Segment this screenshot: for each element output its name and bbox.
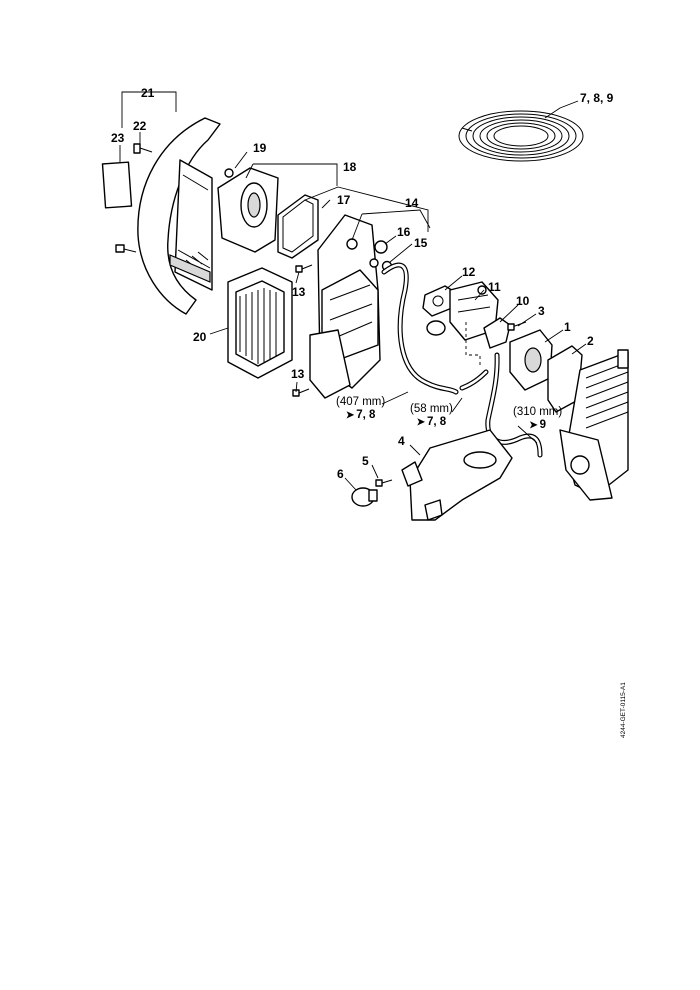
callout-12: 12 (462, 265, 476, 279)
hose-coil-7-8-9 (458, 110, 584, 162)
screw-lower-left (115, 244, 137, 253)
callout-14: 14 (405, 196, 419, 210)
label-plate-23 (101, 161, 133, 209)
callout-10: 10 (516, 294, 530, 308)
carburetor-11 (426, 281, 499, 341)
filter-housing-19 (217, 167, 279, 253)
callout-16: 16 (397, 225, 411, 239)
callout-3: 3 (538, 304, 545, 318)
intake-manifold-1 (509, 329, 553, 391)
callout-23: 23 (111, 131, 125, 145)
callout-11: 11 (488, 280, 501, 294)
callout-20: 20 (193, 330, 207, 344)
callout-13-lower: 13 (291, 367, 305, 381)
hose-407-ref: 7, 8 (356, 409, 376, 421)
leader-lines (119, 91, 587, 491)
callout-2: 2 (587, 334, 594, 348)
callout-13-upper: 13 (292, 285, 306, 299)
baffle-plate-4 (401, 429, 513, 521)
screw-22 (133, 143, 153, 154)
right-arrow-icon: ➤ (416, 417, 425, 428)
callout-4: 4 (398, 434, 405, 448)
hose-58-ref: 7, 8 (427, 416, 447, 428)
gasket-10 (483, 317, 511, 349)
callout-15: 15 (414, 236, 428, 250)
document-id: 4244-GET-0115-A1 (620, 682, 627, 738)
note-hose-310: (310 mm) ➤9 (513, 406, 562, 432)
screw-13-upper (295, 264, 313, 273)
grommet-16 (374, 240, 388, 254)
engine-cylinder (559, 349, 629, 501)
hose-310-ref: 9 (539, 419, 546, 431)
note-hose-407: (407 mm) ➤7, 8 (336, 396, 385, 422)
right-arrow-icon: ➤ (345, 410, 355, 421)
callout-5: 5 (362, 454, 369, 468)
air-filter-element-20 (227, 267, 293, 379)
air-filter-cover (137, 117, 221, 315)
callout-6: 6 (337, 467, 344, 481)
hose-58-length: (58 mm) (410, 403, 453, 415)
callout-7-8-9: 7, 8, 9 (580, 91, 614, 105)
callout-17: 17 (337, 193, 351, 207)
screw-13-lower (292, 388, 310, 397)
callout-21: 21 (141, 86, 155, 100)
fuel-hose-407mm (381, 262, 459, 395)
intake-housing (309, 214, 381, 399)
callout-1: 1 (564, 320, 571, 334)
note-hose-58: (58 mm) ➤7, 8 (410, 403, 453, 429)
screw-5 (375, 479, 393, 487)
right-arrow-icon: ➤ (529, 420, 538, 431)
callout-18: 18 (343, 160, 357, 174)
primer-bulb-6 (351, 487, 378, 507)
hose-310-length: (310 mm) (513, 406, 563, 418)
callout-19: 19 (253, 141, 267, 155)
hose-407-length: (407 mm) (336, 396, 386, 408)
fuel-hose-58mm (459, 369, 489, 391)
callout-22: 22 (133, 119, 147, 133)
gasket-18 (277, 194, 319, 259)
